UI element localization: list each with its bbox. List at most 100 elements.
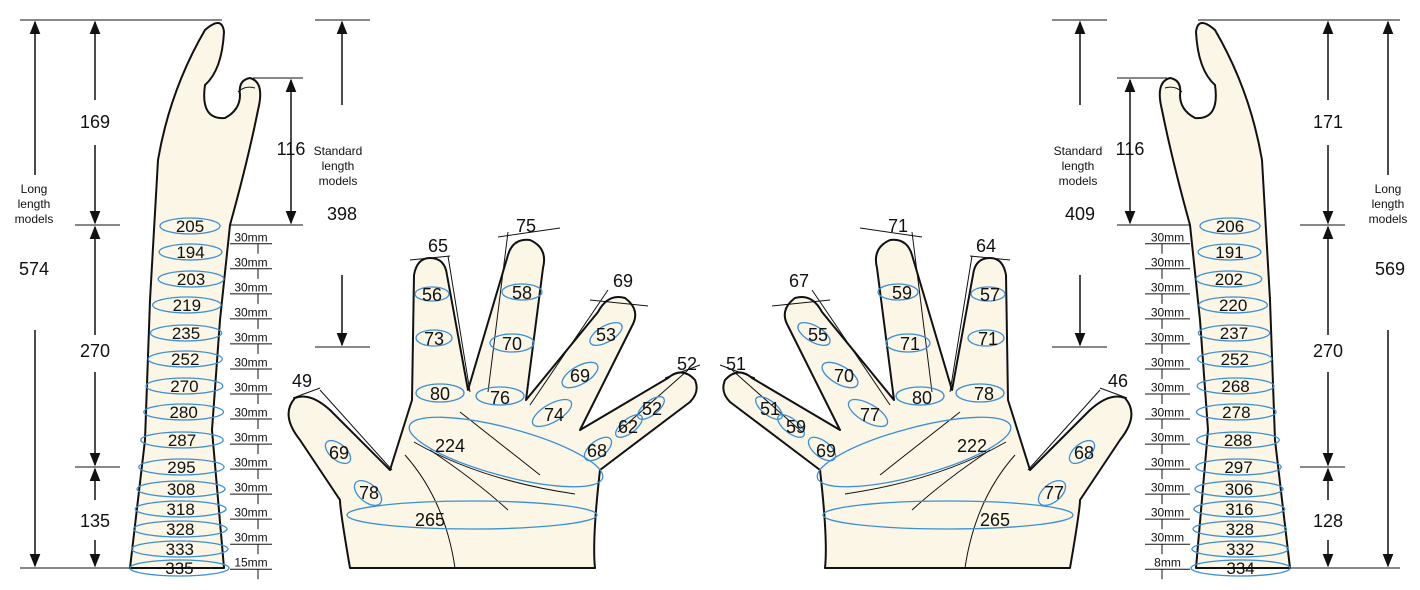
right-long-total: 569	[1375, 259, 1405, 279]
left-scale-label: 30mm	[234, 380, 267, 394]
right-arm-ring	[1198, 296, 1269, 314]
right-scale-label: 30mm	[1151, 456, 1184, 470]
left-arm-circumference: 270	[170, 377, 198, 396]
left-standard-label-2: length	[322, 159, 355, 173]
left-arm-circumference: 252	[171, 350, 199, 369]
right-arm-circumference: 328	[1226, 520, 1254, 539]
right-mid-length: 270	[1313, 341, 1343, 361]
left-thumb-top: 49	[292, 371, 312, 391]
right-little-base: 69	[816, 441, 836, 461]
right-arm-ring	[1196, 431, 1280, 449]
right-scale-label: 30mm	[1151, 330, 1184, 344]
left-hand-labels: 49 69 78 65 56 73 80 75 58 70 76 69 53 6…	[292, 216, 697, 530]
left-index-mid: 73	[424, 329, 444, 349]
left-finger-length: 169	[80, 112, 110, 132]
right-middle-length: 71	[888, 216, 908, 236]
left-arm-circumference: 308	[167, 480, 195, 499]
left-arm-ring	[134, 500, 227, 518]
right-standard-label-1: Standard	[1054, 144, 1103, 158]
right-arm-ring	[1193, 500, 1286, 518]
left-arm-circumference: 194	[176, 243, 204, 262]
right-mm-scale: 30mm30mm30mm30mm30mm30mm30mm30mm30mm30mm…	[1145, 230, 1190, 580]
left-scale-label: 30mm	[234, 330, 267, 344]
left-arm-circumference: 333	[166, 540, 194, 559]
left-arm-circumference: 318	[166, 500, 194, 519]
right-little-top: 51	[760, 399, 780, 419]
left-little-top: 52	[642, 399, 662, 419]
right-scale-label: 30mm	[1151, 406, 1184, 420]
right-dimension-labels: 171 116 Standard length models 409 Long …	[1054, 112, 1408, 531]
left-palm-crease-3	[459, 411, 541, 476]
right-arm-ring	[1196, 377, 1275, 395]
left-arm-labels: 2051942032192352522702802872953083183283…	[165, 217, 205, 578]
left-wrist: 265	[415, 510, 445, 530]
right-ring-top: 55	[808, 325, 828, 345]
left-little-base: 68	[587, 441, 607, 461]
right-arm-ring	[1199, 217, 1261, 235]
right-index-length: 64	[976, 236, 996, 256]
left-thumb-length: 116	[277, 139, 306, 159]
right-little-length: 51	[726, 354, 746, 374]
left-palm-crease-4	[404, 454, 456, 569]
right-long-label-1: Long	[1375, 182, 1402, 196]
left-arm-circumference: 280	[169, 403, 197, 422]
left-index-length: 65	[428, 236, 448, 256]
right-arm-ring	[1195, 270, 1263, 288]
left-arm-ring	[130, 540, 229, 558]
right-arm-ring	[1197, 324, 1271, 342]
left-scale-label: 30mm	[234, 406, 267, 420]
left-palm-crease-2	[429, 449, 509, 511]
right-arm-ring	[1197, 350, 1273, 368]
left-ring-length: 69	[613, 271, 633, 291]
left-arm-ring	[149, 324, 223, 342]
left-index-guide	[409, 255, 451, 261]
right-arm-circumference: 306	[1225, 480, 1253, 499]
left-arm-ring	[152, 296, 222, 314]
right-index-base: 78	[974, 384, 994, 404]
left-thumb-mid: 69	[329, 443, 349, 463]
right-ring-base: 77	[860, 405, 880, 425]
left-ring-top: 53	[596, 325, 616, 345]
right-middle-mid: 71	[900, 334, 920, 354]
left-index-base: 80	[430, 384, 450, 404]
left-arm-circumference: 287	[168, 431, 196, 450]
left-arm-ring	[145, 377, 224, 395]
left-arm-circumference: 328	[166, 520, 194, 539]
right-scale-label: 30mm	[1151, 380, 1184, 394]
right-arm-circumference: 220	[1219, 296, 1247, 315]
right-ring-length: 67	[789, 271, 809, 291]
left-arm-ring	[138, 458, 225, 476]
left-long-label-1: Long	[21, 182, 48, 196]
left-dimension-labels: 169 116 Standard length models 398 Long …	[15, 112, 363, 531]
right-middle-base: 80	[912, 388, 932, 408]
right-standard-label-3: models	[1059, 174, 1098, 188]
left-wrist-length: 135	[80, 511, 110, 531]
right-arm-ring	[1195, 403, 1277, 421]
right-arm-circumference: 206	[1216, 217, 1244, 236]
right-finger-length: 171	[1313, 112, 1343, 132]
left-arm-ring	[143, 403, 225, 421]
right-arm-circumference: 237	[1220, 324, 1248, 343]
right-middle-top: 59	[892, 283, 912, 303]
right-arm-ring	[1197, 243, 1262, 261]
left-scale-label: 30mm	[234, 255, 267, 269]
left-arm-circumference: 335	[165, 559, 193, 578]
left-scale-label: 15mm	[234, 556, 267, 570]
right-arm-circumference: 278	[1222, 403, 1250, 422]
left-arm-side-view: 2051942032192352522702802872953083183283…	[129, 22, 262, 578]
left-scale-label: 30mm	[234, 456, 267, 470]
left-standard-label-1: Standard	[314, 144, 363, 158]
left-arm-ring	[159, 217, 221, 235]
right-scale-label: 30mm	[1151, 506, 1184, 520]
left-long-label-3: models	[15, 212, 54, 226]
left-ring-base: 74	[544, 405, 564, 425]
right-dimension-lines	[1052, 19, 1400, 569]
right-arm-labels: 2061912022202372522682782882973063163283…	[1215, 217, 1255, 578]
right-hand-palm-view	[719, 227, 1133, 569]
right-arm-rings	[1190, 217, 1291, 577]
right-arm-outline	[1158, 22, 1291, 569]
right-scale-label: 30mm	[1151, 305, 1184, 319]
right-scale-label: 30mm	[1151, 431, 1184, 445]
right-arm-circumference: 316	[1225, 500, 1253, 519]
